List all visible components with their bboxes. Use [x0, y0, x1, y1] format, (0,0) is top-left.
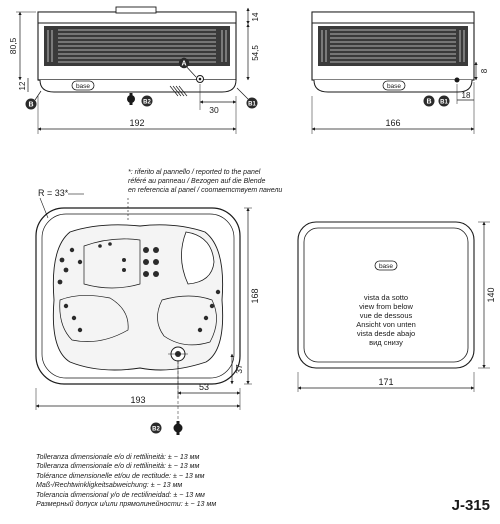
tolerance-line-4: Maß-/Rechtwinkligkeitsabweichung: ± ~ 13…	[36, 481, 183, 490]
dim-drain-y: 37	[234, 364, 244, 374]
tolerance-line-2: Tolleranza dimensionale e/o di rettiline…	[36, 462, 200, 471]
dim-bottom-width: 171	[378, 377, 393, 387]
tolerance-line-5: Tolerancia dimensional y/o de rectilinei…	[36, 490, 205, 499]
top-valve-icon	[173, 423, 183, 433]
marker-b1-front	[246, 97, 258, 109]
front-elevation: base A B2 B B1 80,5 12 14	[8, 6, 260, 134]
bottom-caption: vista da sotto view from below vue de de…	[356, 293, 416, 347]
marker-a	[178, 57, 190, 69]
bottom-base-label-box	[374, 260, 398, 271]
tolerance-line-1: Tolleranza dimensionale e/o di rettiline…	[36, 453, 200, 461]
base-label: base	[76, 83, 90, 90]
dim-skirt-height: 54,5	[251, 45, 260, 61]
tolerance-notes: Tolleranza dimensionale e/o di rettiline…	[36, 453, 366, 509]
tolerance-line-3: Tolérance dimensionelle et/ou de rectitu…	[36, 471, 205, 480]
jets	[57, 242, 221, 333]
panel-note-line-3: en referencia al panel / соответствует п…	[128, 187, 282, 194]
base-label-box	[71, 80, 95, 91]
side-base-label-box	[382, 80, 406, 91]
marker-b2-top-label: B2	[152, 427, 160, 433]
radius-label: R = 33*	[38, 188, 69, 198]
marker-b-side-label: B	[426, 99, 431, 106]
dim-top-depth: 168	[250, 288, 260, 303]
panel-note-line-2: référé au panneau / Bezogen auf die Blen…	[128, 178, 265, 185]
bottom-caption-5: vista desde abajo	[357, 329, 415, 338]
valve-icon	[127, 95, 135, 103]
panel-note: *: riferito al pannello / reported to th…	[128, 169, 282, 194]
marker-b2-front	[141, 95, 153, 107]
model-label: J-315	[451, 497, 490, 514]
marker-b1-front-label: B1	[248, 102, 256, 108]
dim-drain-x: 53	[199, 382, 209, 392]
bottom-caption-1: vista da sotto	[364, 293, 408, 302]
bottom-view: base vista da sotto view from below vue …	[297, 221, 496, 392]
marker-b2-front-label: B2	[143, 100, 151, 106]
dim-drain-offset: 30	[209, 105, 219, 115]
marker-b-side	[423, 95, 435, 107]
bottom-outline-inner	[303, 227, 469, 363]
top-view: R = 33* 168 37 53 193 B2	[35, 188, 260, 435]
bottom-caption-6: вид снизу	[369, 338, 403, 347]
dim-base-clearance: 12	[18, 81, 27, 90]
panel-note-line-1: *: riferito al pannello / reported to th…	[128, 169, 261, 176]
dim-top-width: 193	[130, 395, 145, 405]
side-base-label: base	[387, 83, 401, 90]
dim-overall-height: 80,5	[8, 37, 18, 54]
dim-bottom-depth: 140	[486, 287, 496, 302]
bottom-caption-4: Ansicht von unten	[356, 320, 416, 329]
bottom-caption-3: vue de dessous	[360, 311, 413, 320]
tolerance-line-6: Размерный допуск и/или прямолинейности: …	[36, 500, 217, 509]
marker-b1-side	[438, 95, 450, 107]
bottom-outline-outer	[297, 221, 475, 369]
dim-side-small-1: 8	[480, 68, 489, 73]
marker-b-front	[25, 98, 37, 110]
tub-basin	[52, 224, 224, 371]
marker-b1-side-label: B1	[440, 100, 448, 106]
dim-side-small-2: 18	[462, 91, 471, 100]
bottom-base-label: base	[379, 263, 393, 270]
marker-b2-top	[150, 422, 162, 434]
bottom-caption-2: view from below	[359, 302, 413, 311]
marker-b-front-label: B	[28, 102, 33, 109]
dim-front-length: 192	[129, 118, 144, 128]
dim-side-width: 166	[385, 118, 400, 128]
dim-upper-height: 14	[251, 12, 260, 21]
side-elevation: base B B1 8 18 166	[311, 11, 489, 134]
marker-a-label: A	[181, 61, 186, 68]
